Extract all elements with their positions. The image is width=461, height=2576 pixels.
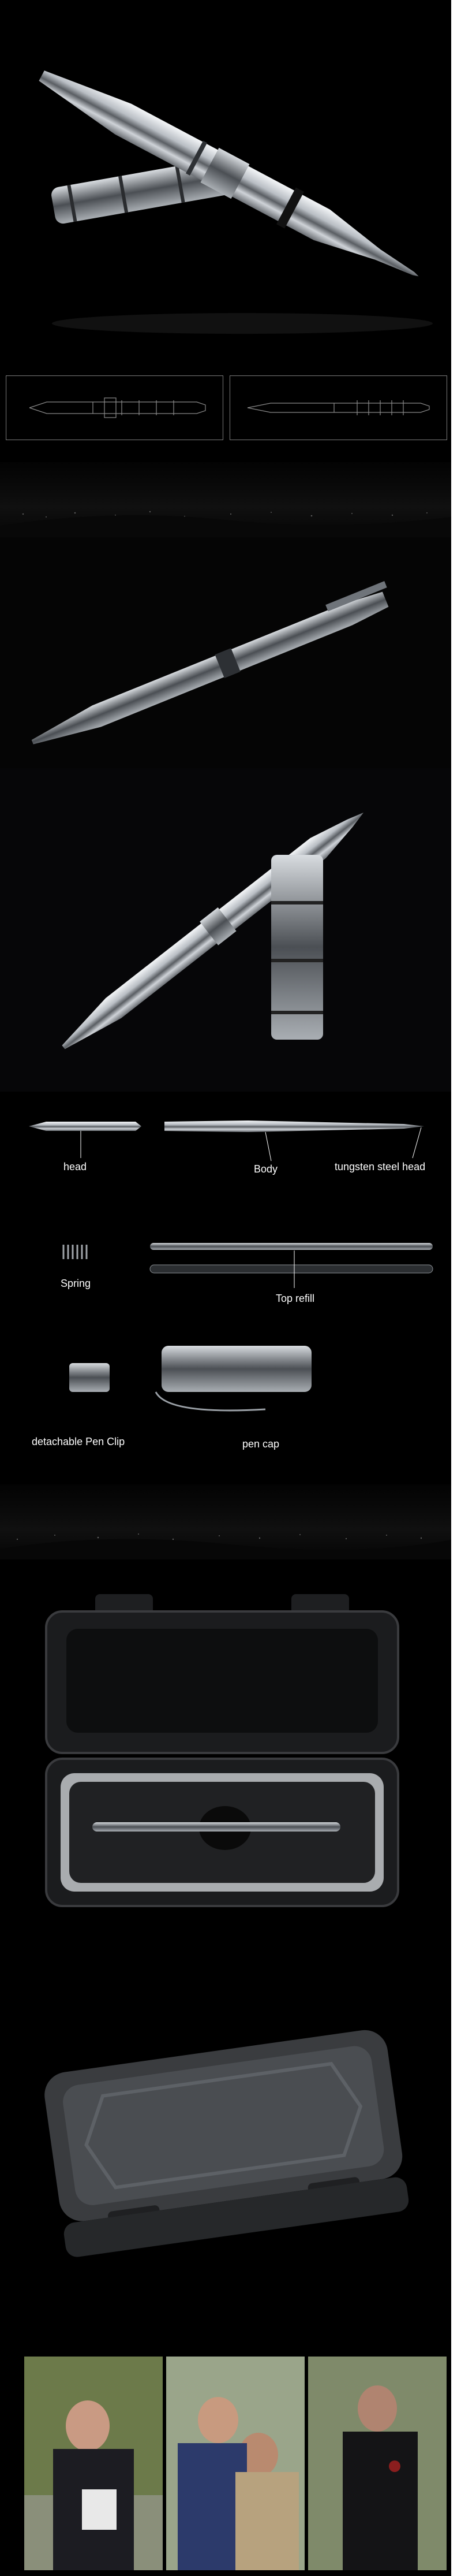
sketch-frame-left	[6, 375, 223, 440]
part-label-body: Body	[254, 1163, 278, 1175]
pen-photo-image-1	[31, 581, 389, 744]
pen-photo-with-cap	[0, 768, 451, 1092]
self-defense-usage-photo-middle	[166, 2357, 305, 2570]
pen-photo-diagonal	[0, 537, 451, 768]
part-label-head: head	[63, 1161, 87, 1172]
product-detail-page: head Body tungsten steel head Spring Top…	[0, 0, 451, 2576]
parts-breakdown-section: head Body tungsten steel head Spring Top…	[0, 1092, 451, 1455]
hero-section	[0, 0, 451, 370]
sketch-section	[0, 370, 451, 451]
city-night-band-1	[0, 462, 451, 537]
closed-hard-case-photo	[44, 2030, 409, 2257]
hero-pen-image	[39, 70, 433, 334]
pen-side-drawing-left	[29, 397, 206, 418]
part-label-pen-clip: detachable Pen Clip	[32, 1436, 125, 1447]
parts-images	[29, 1121, 433, 1412]
usage-photos-section	[0, 2345, 451, 2576]
self-defense-usage-photo-right	[308, 2357, 447, 2570]
open-hard-case-photo	[45, 1594, 399, 1907]
city-lights-image-2	[0, 1533, 451, 1559]
pen-photo-image-2	[62, 812, 364, 1049]
sketch-frame-right	[230, 375, 447, 440]
part-label-top-refill: Top refill	[276, 1293, 315, 1304]
open-case-section	[0, 1559, 451, 1941]
part-label-pen-cap: pen cap	[242, 1438, 280, 1450]
self-defense-usage-photo-left	[24, 2357, 163, 2570]
city-lights-image	[0, 511, 451, 537]
pen-side-drawing-right	[247, 400, 430, 415]
closed-case-section	[0, 1941, 451, 2299]
part-label-tungsten-head: tungsten steel head	[335, 1161, 426, 1172]
part-label-spring: Spring	[61, 1278, 91, 1289]
city-night-band-2	[0, 1484, 451, 1559]
